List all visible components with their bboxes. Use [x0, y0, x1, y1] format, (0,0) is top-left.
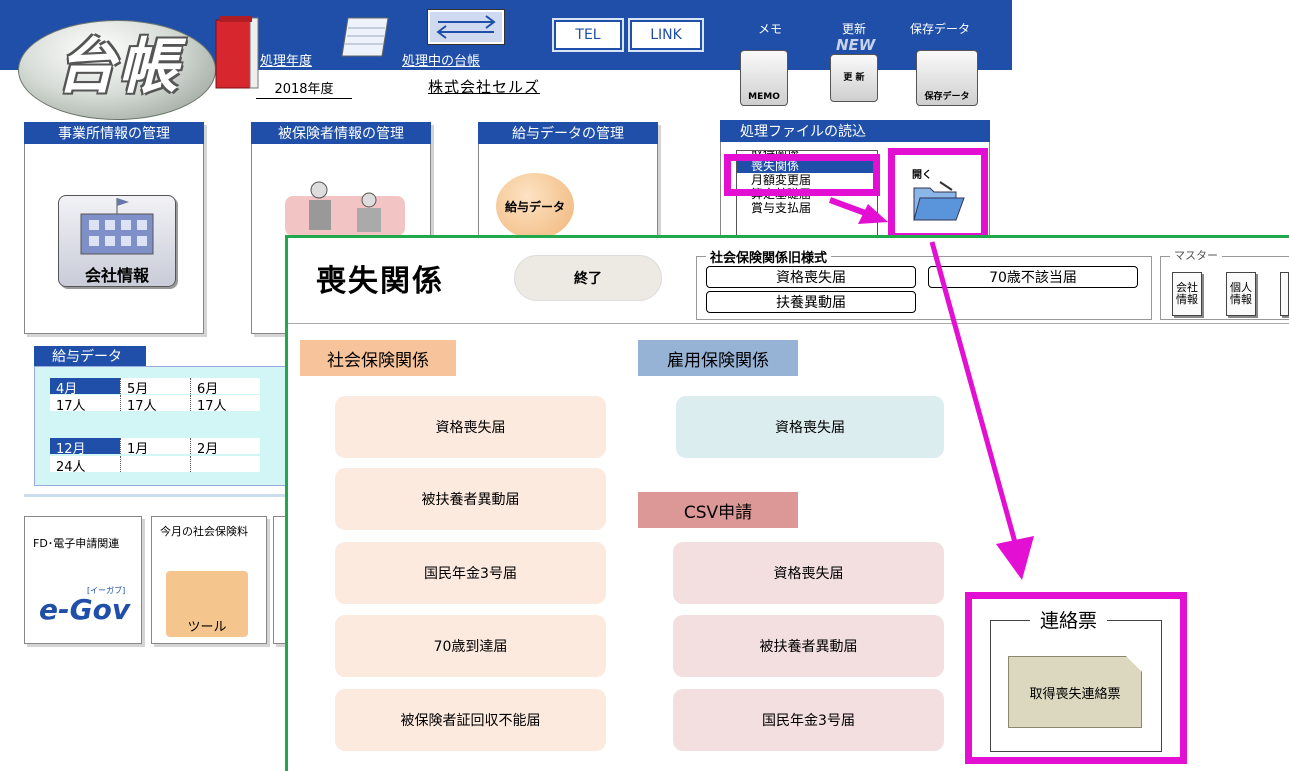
toolbox-icon: 保存データ — [924, 92, 970, 102]
count-cell: 17人 — [120, 395, 190, 414]
egov-logo-sub: [イーガブ] — [87, 586, 126, 595]
tool-icon: ツール — [166, 571, 248, 637]
egov-logo: e-Gov — [39, 593, 131, 626]
link-button[interactable]: LINK — [628, 18, 704, 52]
salary-data-button[interactable]: 給与データ — [496, 173, 574, 239]
koyo-loss-button[interactable]: 資格喪失届 — [676, 396, 944, 458]
salary-counts-row2: 24人 — [50, 456, 260, 475]
insurance-fee-title: 今月の社会保険料 — [160, 525, 248, 538]
update-icon: 更 新 — [843, 73, 865, 83]
file-list-item-selected[interactable]: 喪失関係 — [737, 159, 877, 173]
selection-highlight — [724, 154, 880, 196]
count-cell — [120, 456, 190, 472]
fiscal-year-label: 処理年度 — [260, 54, 313, 69]
current-ledger-label: 処理中の台帳 — [402, 54, 481, 69]
dialog-title: 喪失関係 — [316, 264, 444, 299]
open-folder-icon — [913, 181, 965, 221]
salary-counts-row1: 17人 17人 17人 — [50, 395, 260, 414]
app-logo-text: 台帳 — [56, 32, 180, 102]
shakai-dependent-button[interactable]: 被扶養者異動届 — [335, 468, 606, 530]
file-read-panel-title: 処理ファイルの読込 — [720, 120, 990, 142]
count-cell — [190, 456, 260, 472]
master-group — [1160, 256, 1289, 320]
renraku-highlight — [965, 592, 1187, 764]
month-cell[interactable]: 5月 — [120, 378, 190, 397]
csv-dependent-button[interactable]: 被扶養者異動届 — [673, 615, 944, 677]
old-forms-legend: 社会保険関係旧様式 — [706, 247, 832, 266]
month-cell[interactable]: 4月 — [50, 378, 120, 397]
company-info-button[interactable] — [58, 195, 176, 287]
old-loss-form-button[interactable]: 資格喪失届 — [706, 266, 916, 288]
shakai-loss-button[interactable]: 資格喪失届 — [335, 396, 606, 458]
calendar-icon[interactable] — [340, 16, 390, 58]
memo-label: メモ — [758, 22, 783, 36]
csv-loss-button[interactable]: 資格喪失届 — [673, 542, 944, 604]
file-list-item[interactable]: 賞与支払届 — [751, 201, 812, 215]
count-cell: 17人 — [190, 395, 260, 414]
insurance-fee-box[interactable]: 今月の社会保険料 ツール — [151, 516, 267, 644]
egov-box[interactable]: FD･電子申請関連 [イーガブ] e-Gov — [24, 516, 142, 644]
app-logo — [18, 20, 216, 120]
memo-button[interactable]: MEMO — [740, 50, 788, 106]
master-legend: マスター — [1170, 247, 1222, 263]
update-label: 更新 — [842, 22, 867, 36]
file-list-item[interactable]: 月額変更届 — [751, 173, 812, 187]
update-button[interactable]: 更 新 — [830, 54, 878, 102]
count-cell: 17人 — [50, 395, 120, 414]
csv-label: CSV申請 — [638, 492, 798, 528]
building-icon — [80, 198, 154, 255]
tel-button[interactable]: TEL — [552, 18, 624, 52]
shakai-age70-button[interactable]: 70歳到達届 — [335, 615, 606, 677]
tool-label: ツール — [187, 620, 227, 635]
salary-data-title: 給与データ — [34, 346, 146, 366]
salary-months-row1: 4月 5月 6月 — [50, 378, 260, 397]
master-company-button[interactable]: 会社情報 — [1172, 272, 1202, 316]
open-file-button[interactable]: 開く — [892, 152, 984, 236]
switch-ledger-button[interactable] — [427, 9, 505, 45]
arrow-to-open-head — [858, 204, 888, 224]
shakai-pension3-button[interactable]: 国民年金3号届 — [335, 542, 606, 604]
old-over70-button[interactable]: 70歳不該当届 — [928, 266, 1138, 288]
month-cell[interactable]: 12月 — [50, 438, 120, 457]
egov-title: FD･電子申請関連 — [33, 537, 120, 550]
koyo-label: 雇用保険関係 — [638, 340, 798, 376]
acquisition-loss-notice-button[interactable]: 取得喪失連絡票 — [1008, 656, 1142, 728]
arrow-to-open-line — [828, 197, 870, 217]
company-info-label: 会社情報 — [84, 266, 149, 285]
end-button[interactable]: 終了 — [514, 255, 662, 301]
new-badge: NEW — [836, 36, 876, 54]
arrow-to-renraku-head — [996, 536, 1034, 580]
open-file-label: 開く — [912, 170, 932, 181]
fiscal-year-value: 2018年度 — [256, 78, 352, 99]
old-forms-group — [696, 256, 1152, 320]
month-cell[interactable]: 2月 — [190, 438, 260, 457]
master-personal-button[interactable]: 個人情報 — [1226, 272, 1256, 316]
arrow-to-renraku-line — [929, 241, 1019, 547]
insured-persons-icon[interactable] — [285, 176, 405, 236]
shakai-label: 社会保険関係 — [300, 340, 456, 376]
old-dependent-button[interactable]: 扶養異動届 — [706, 291, 916, 313]
salary-months-row2: 12月 1月 2月 — [50, 438, 260, 457]
divider — [24, 494, 286, 497]
month-cell[interactable]: 6月 — [190, 378, 260, 397]
month-cell[interactable]: 1月 — [120, 438, 190, 457]
salary-panel-title: 給与データの管理 — [478, 122, 658, 144]
current-ledger-value: 株式会社セルズ — [428, 78, 541, 96]
ledger-book-icon — [215, 16, 259, 89]
insured-panel-title: 被保険者情報の管理 — [251, 122, 431, 144]
saved-data-label: 保存データ — [910, 22, 971, 36]
count-cell: 24人 — [50, 456, 120, 475]
saved-data-button[interactable]: 保存データ — [916, 50, 978, 106]
csv-pension3-button[interactable]: 国民年金3号届 — [673, 689, 944, 751]
shakai-card-unrecoverable-button[interactable]: 被保険者証回収不能届 — [335, 689, 606, 751]
memo-icon: MEMO — [748, 92, 780, 102]
office-panel-title: 事業所情報の管理 — [24, 122, 204, 144]
swap-arrows-icon — [436, 15, 496, 39]
renraku-legend: 連絡票 — [1030, 606, 1108, 633]
